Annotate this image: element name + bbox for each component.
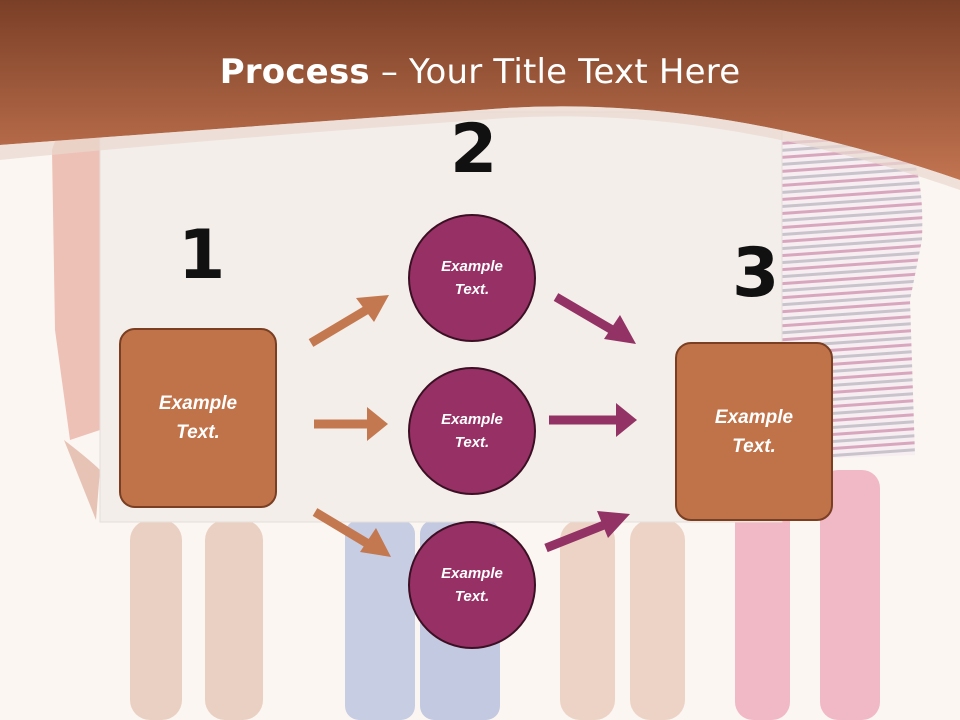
arrow-circle-3-to-end [544,511,630,553]
arrow-start-to-circle-1 [308,295,389,347]
circle-step-1: Example Text. [408,214,536,342]
title-rest: – Your Title Text Here [369,52,741,92]
step-number-1: 1 [178,216,226,295]
circle-3-text: Example Text. [441,565,503,605]
circle-1-text: Example Text. [441,258,503,298]
arrow-start-to-circle-3 [312,508,391,557]
step-number-3: 3 [732,234,780,313]
circle-2-text: Example Text. [441,411,503,451]
slide-title: Process – Your Title Text Here [0,52,960,92]
title-bold: Process [219,52,370,92]
circle-step-2: Example Text. [408,367,536,495]
arrow-circle-2-to-end [549,403,637,437]
step-number-2: 2 [450,110,498,189]
start-box-text: Example Text. [158,393,238,443]
circle-step-3: Example Text. [408,521,536,649]
end-box-text: Example Text. [714,406,794,457]
arrow-start-to-circle-2 [314,407,388,441]
arrow-circle-1-to-end [553,293,636,344]
start-box: Example Text. [119,328,277,508]
end-box: Example Text. [675,342,833,521]
